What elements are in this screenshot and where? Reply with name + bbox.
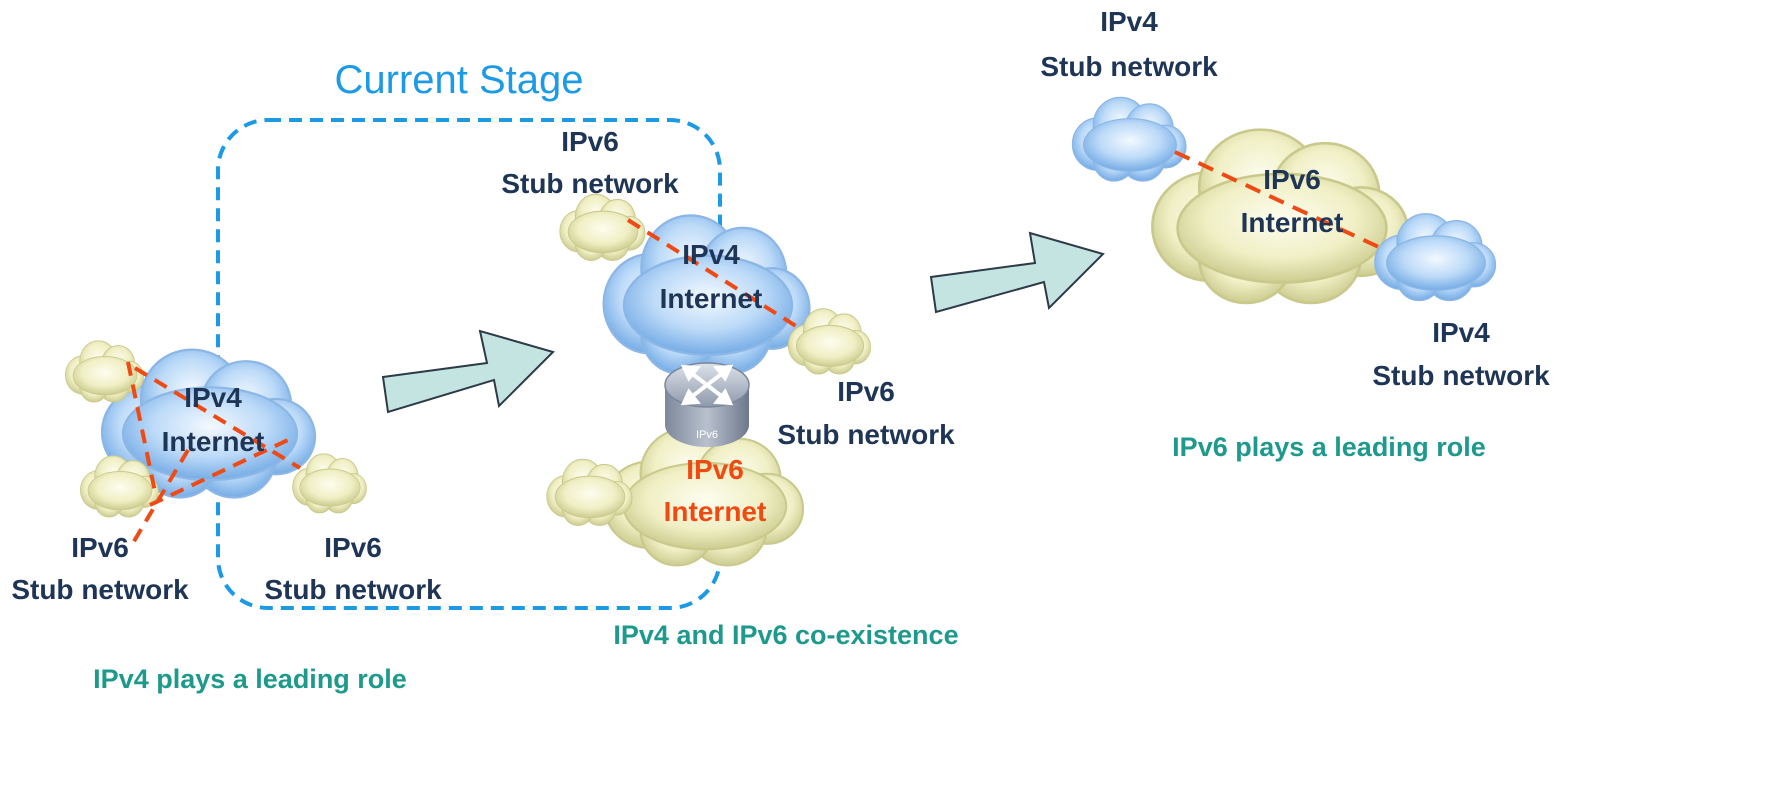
left-tunnel-lines [126,361,302,550]
left-stub-left-label-line2: Stub network [11,574,189,605]
right-top-stub-label-line1: IPv4 [1100,6,1158,37]
right-bottom-stub-label-line2: Stub network [1372,360,1550,391]
middle-stub-top-cloud-icon [559,193,646,261]
right-tunnel-line [1174,150,1386,252]
middle-ipv6-cloud-label-line2: Internet [663,496,767,527]
router-icon [664,362,750,447]
middle-ipv4-cloud-label-line1: IPv4 [682,239,740,270]
left-stub-left-label-line1: IPv6 [71,532,129,563]
middle-ipv6-cloud-label-line1: IPv6 [686,454,744,485]
right-cloud-label-line1: IPv6 [1263,164,1321,195]
right-arrow-icon [381,329,555,414]
right-cloud-label-line2: Internet [1240,207,1344,238]
right-arrow-icon [929,231,1105,314]
left-role-caption: IPv4 plays a leading role [93,664,407,694]
right-top-stub-label-line2: Stub network [1040,51,1218,82]
middle-tunnel-line [626,218,798,328]
left-stub-right-label-line2: Stub network [264,574,442,605]
router-tag: IPv6 [695,429,719,441]
middle-top-stub-label-line1: IPv6 [561,126,619,157]
right-stub-top-cloud-icon [1071,96,1187,182]
middle-right-stub-label-line2: Stub network [777,419,955,450]
middle-role-caption: IPv4 and IPv6 co-existence [613,620,959,650]
right-role-caption: IPv6 plays a leading role [1172,432,1486,462]
left-cloud-label-line1: IPv4 [184,382,242,413]
middle-right-stub-label-line1: IPv6 [837,376,895,407]
left-stub-right-label-line1: IPv6 [324,532,382,563]
middle-ipv4-cloud-label-line2: Internet [659,283,763,314]
middle-top-stub-label-line2: Stub network [501,168,679,199]
right-bottom-stub-label-line1: IPv4 [1432,317,1490,348]
current-stage-title: Current Stage [334,58,584,102]
left-cloud-label-line2: Internet [161,426,265,457]
